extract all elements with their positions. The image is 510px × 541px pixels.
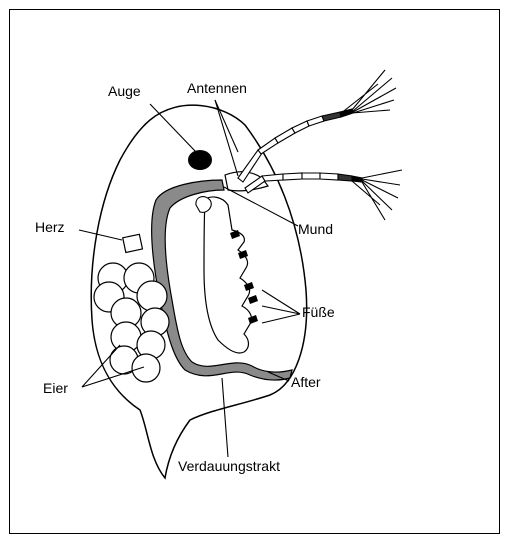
- label-after: After: [291, 374, 321, 390]
- label-eier: Eier: [43, 380, 68, 396]
- label-herz: Herz: [35, 219, 65, 235]
- label-fuesse: Füße: [302, 304, 335, 320]
- label-mund: Mund: [298, 221, 333, 237]
- label-auge: Auge: [108, 83, 141, 99]
- label-verdauungstrakt: Verdauungstrakt: [178, 458, 280, 474]
- heart: [123, 234, 143, 252]
- label-antennen: Antennen: [187, 80, 247, 96]
- eye: [188, 150, 212, 170]
- mouth-outline: [196, 197, 211, 213]
